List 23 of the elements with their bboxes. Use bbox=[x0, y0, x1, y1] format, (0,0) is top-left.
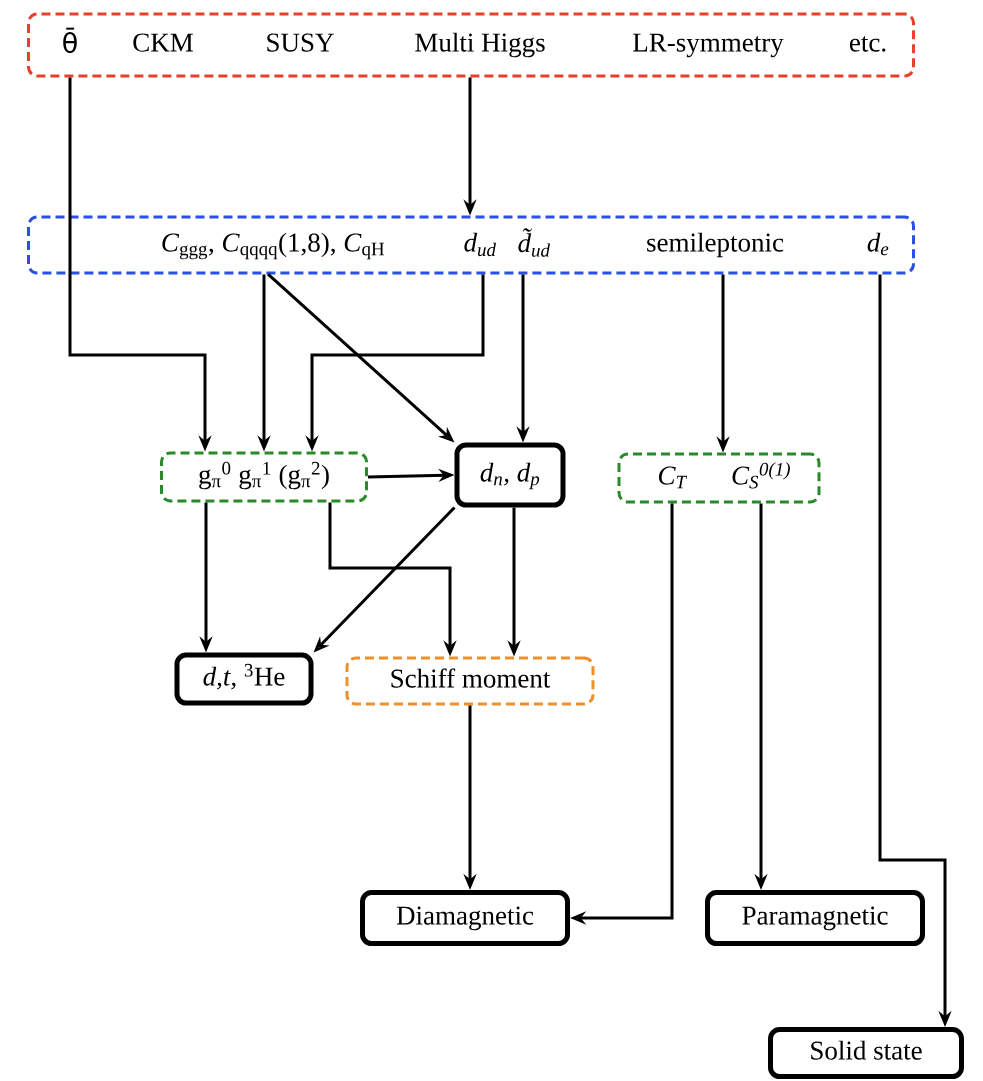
dashed-box bbox=[617, 452, 821, 504]
label-text: C$_{ggg}$, C$_{qqqq}$(1,8), C$_{qH}$ bbox=[162, 232, 385, 260]
dashed-box: Schiff moment bbox=[345, 656, 595, 706]
rounded-box: Paramagnetic bbox=[705, 890, 925, 946]
label-text: θ̄ bbox=[63, 27, 77, 53]
label-text: semileptonic bbox=[647, 232, 784, 258]
label-text: d̃$_{ud}$ bbox=[518, 228, 550, 257]
label-text: etc. bbox=[849, 36, 886, 52]
dashed-box: g$_{π}$$^{0}$ g$_{π}$$^{1}$ (g$_{π}$$^{2}$) bbox=[160, 451, 368, 503]
label-text: Multi Higgs bbox=[415, 32, 545, 58]
rounded-box: d,t, $^{3}$He bbox=[174, 652, 314, 706]
dashed-box bbox=[27, 215, 915, 275]
dashed-box bbox=[27, 12, 915, 78]
label-text: CKM bbox=[133, 33, 193, 52]
label-text: C$_{T}$ bbox=[659, 466, 688, 489]
label-text: d$_{e}$ bbox=[867, 232, 889, 256]
label-text: LR-symmetry bbox=[633, 33, 784, 58]
label-text: SUSY bbox=[267, 33, 334, 52]
label-text: d$_{ud}$ bbox=[464, 232, 496, 257]
rounded-box: Diamagnetic bbox=[360, 890, 570, 946]
rounded-box: Solid state bbox=[768, 1027, 964, 1079]
label-text: C$_{S}$0(1) bbox=[732, 462, 790, 489]
rounded-box: d$_{n}$, d$_{p}$ bbox=[454, 442, 566, 508]
